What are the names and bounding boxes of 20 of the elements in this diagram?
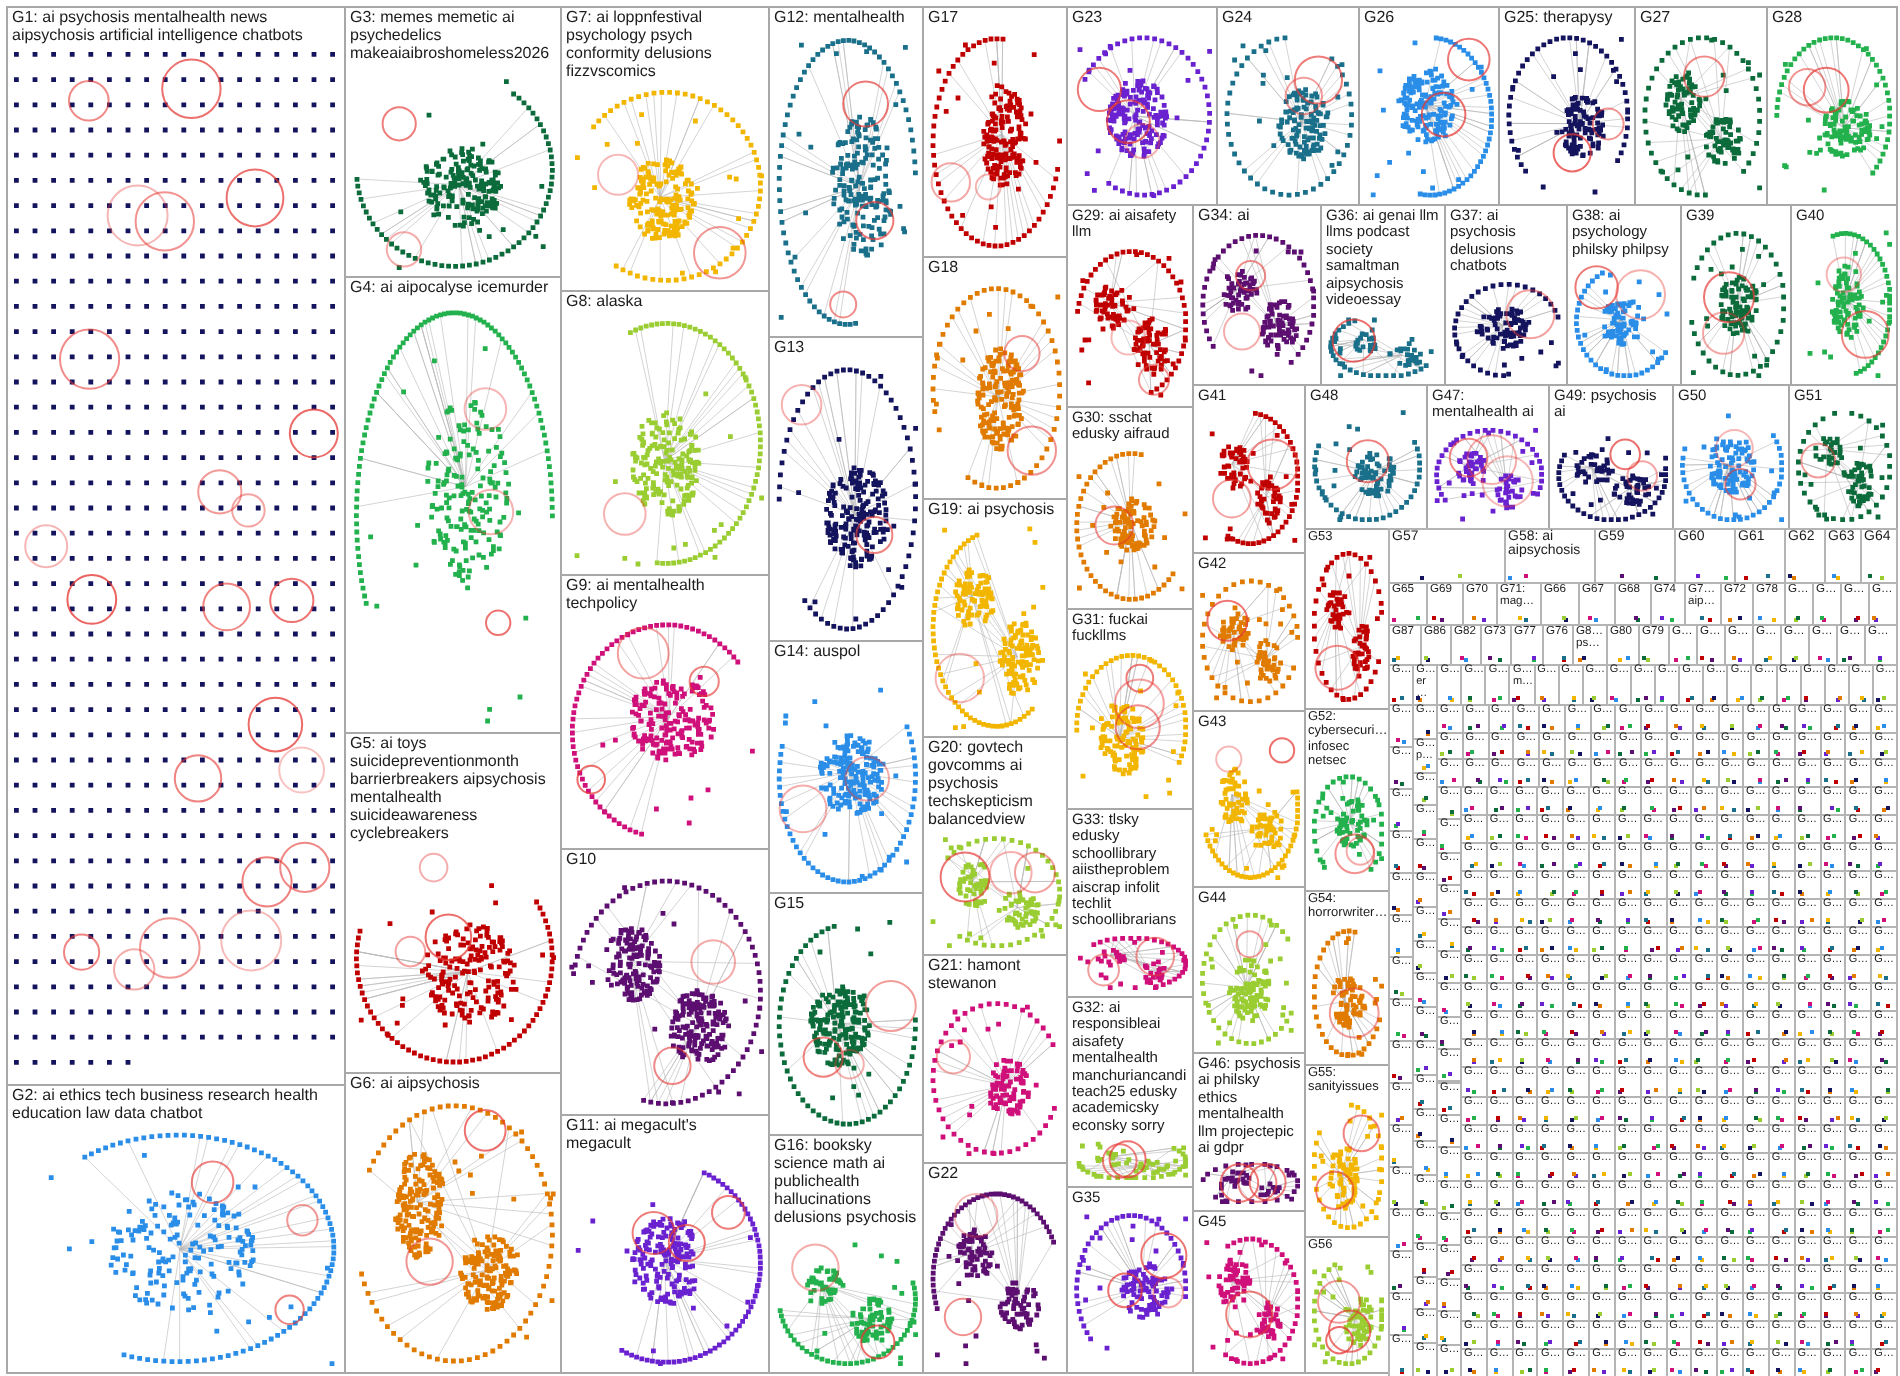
group-label: G10	[566, 852, 597, 870]
group-label: G18	[928, 260, 959, 278]
group-label: G34: ai	[1198, 208, 1250, 226]
group-label: G27	[1640, 10, 1671, 28]
group-label: G17	[928, 10, 959, 28]
group-label: G24	[1222, 10, 1253, 28]
group-label: G23	[1072, 10, 1103, 28]
group-label: G6: ai aipsychosis	[350, 1076, 480, 1094]
group-label: G25: therapysy	[1504, 10, 1613, 28]
group-label: G26	[1364, 10, 1395, 28]
group-label: G16: booksky science math ai publichealth hallucinations delusions psychosis	[774, 1138, 920, 1228]
group-label: G4: ai aipocalyse icemurder	[350, 280, 549, 298]
group-label: G19: ai psychosis	[928, 502, 1055, 520]
group-label: G12: mentalhealth	[774, 10, 905, 28]
group-label: G22	[928, 1166, 959, 1184]
group-label: G13	[774, 340, 805, 358]
group-label: G8: alaska	[566, 294, 643, 312]
group-label: G28	[1772, 10, 1803, 28]
group-label: G15	[774, 896, 805, 914]
group-label: G14: auspol	[774, 644, 861, 662]
